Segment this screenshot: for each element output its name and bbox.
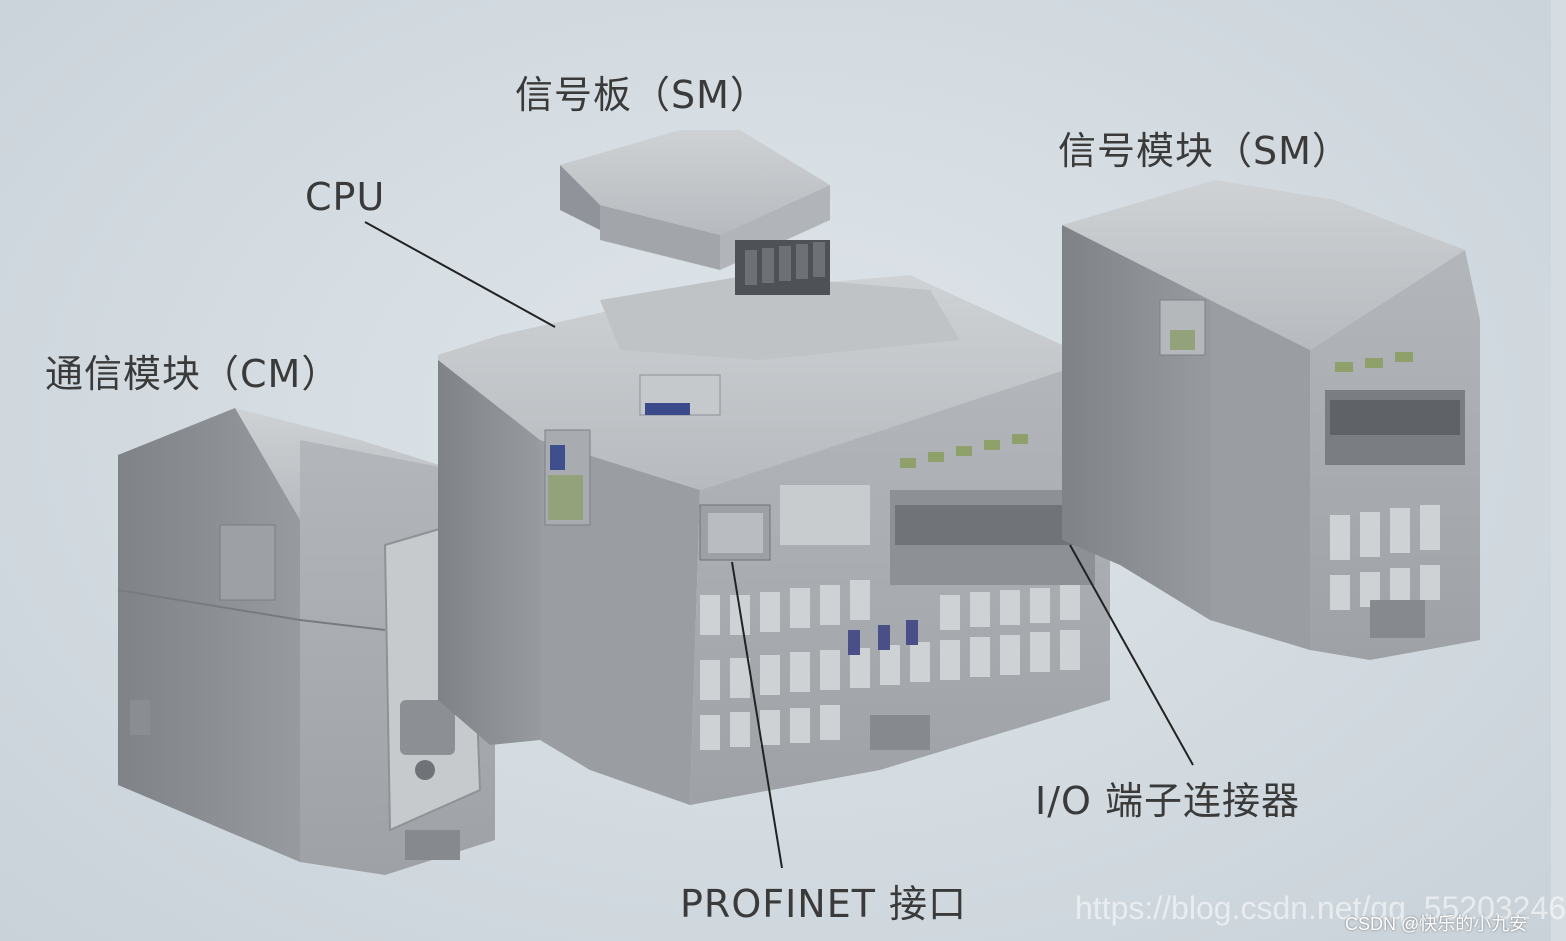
signal-board-label: 信号板（SM） (515, 73, 769, 117)
signal-module-label: 信号模块（SM） (1058, 129, 1351, 173)
profinet-leader-line (731, 561, 783, 869)
url-watermark: https://blog.csdn.net/qq_55203246 (1075, 890, 1566, 926)
signal-board (560, 130, 830, 295)
leader-lines (364, 221, 1194, 869)
signal-module (1062, 180, 1480, 660)
comm-module-label: 通信模块（CM） (45, 352, 341, 396)
cpu-leader-line (364, 221, 556, 328)
profinet-label: PROFINET 接口 (680, 882, 968, 926)
author-watermark: CSDN @快乐的小九安 (1345, 914, 1528, 934)
cpu-label: CPU (305, 175, 386, 219)
cpu-module (438, 275, 1110, 805)
io-connector-leader-line (1069, 544, 1194, 766)
io-connector-label: I/O 端子连接器 (1035, 779, 1300, 823)
